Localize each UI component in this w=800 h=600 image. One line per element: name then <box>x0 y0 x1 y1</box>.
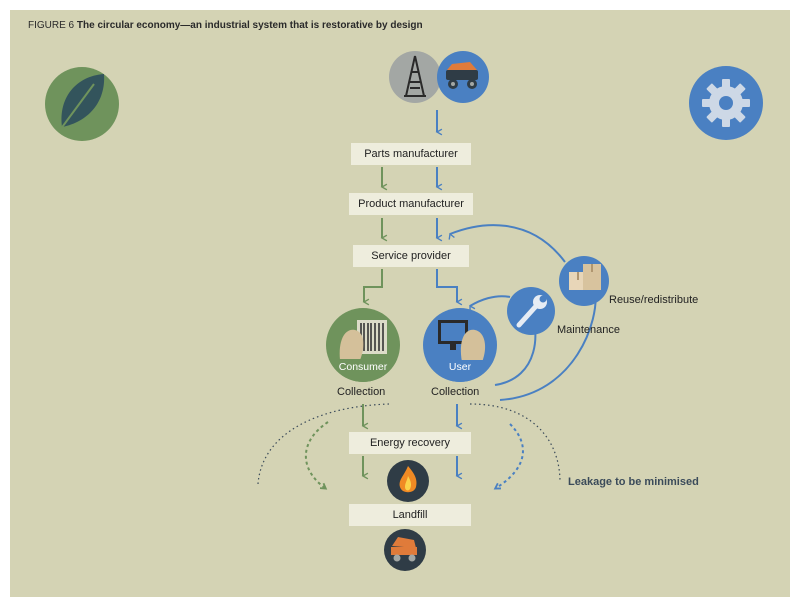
dump-truck-icon <box>384 529 426 571</box>
main-flow-arrows <box>363 110 457 476</box>
collection-right-label: Collection <box>431 386 480 398</box>
figure-title-text: The circular economy—an industrial syste… <box>76 20 423 31</box>
gear-icon <box>689 66 763 140</box>
parts-manufacturer-box: Parts manufacturer <box>351 143 471 165</box>
energy-recovery-box: Energy recovery <box>349 432 471 454</box>
oil-rig-icon <box>389 51 441 103</box>
barcode-person-icon <box>326 308 400 382</box>
consumer-label: Consumer <box>338 361 388 373</box>
computer-person-icon <box>423 308 497 382</box>
maintenance-label: Maintenance <box>557 324 620 336</box>
collection-left-label: Collection <box>337 386 386 398</box>
parts-manufacturer-label: Parts manufacturer <box>364 148 458 160</box>
flame-icon <box>387 460 429 502</box>
service-provider-label: Service provider <box>371 250 451 262</box>
wrench-icon <box>507 287 555 335</box>
landfill-box: Landfill <box>349 504 471 526</box>
energy-recovery-label: Energy recovery <box>369 437 451 449</box>
product-manufacturer-box: Product manufacturer <box>349 193 473 215</box>
leaf-icon <box>45 67 119 141</box>
landfill-label: Landfill <box>392 509 428 521</box>
reuse-label: Reuse/redistribute <box>609 294 699 306</box>
service-provider-box: Service provider <box>353 245 469 267</box>
boxes-icon <box>559 256 609 306</box>
figure-title: FIGURE 6 The circular economy—an industr… <box>28 20 423 31</box>
product-manufacturer-label: Product manufacturer <box>358 198 464 210</box>
mining-truck-icon <box>437 51 489 103</box>
figure-prefix: FIGURE 6 <box>28 20 75 31</box>
leakage-label: Leakage to be minimised <box>568 476 699 488</box>
leakage-arcs <box>257 403 561 490</box>
user-label: User <box>448 361 472 373</box>
